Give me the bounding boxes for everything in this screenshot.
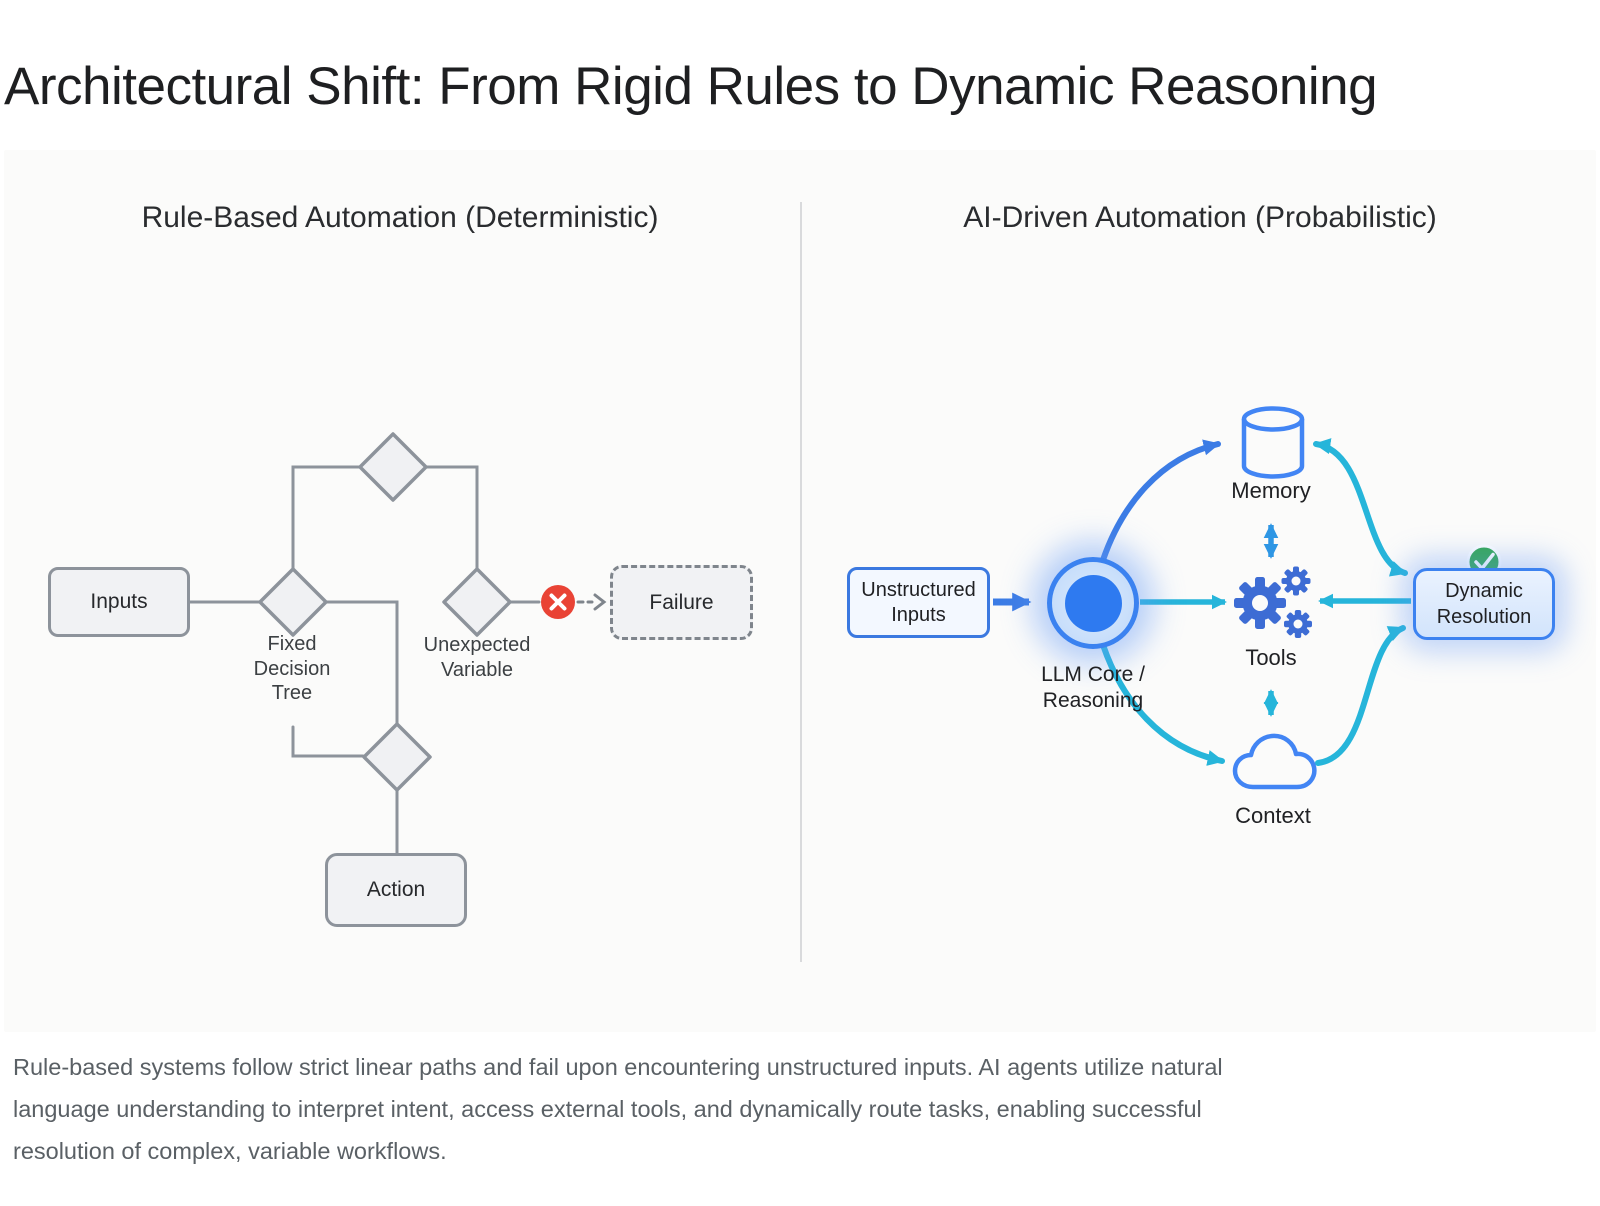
llm-core-label: LLM Core / Reasoning — [1041, 663, 1145, 712]
unexpected-variable-label: Unexpected Variable — [423, 634, 531, 681]
action-node-label: Action — [366, 878, 426, 901]
failure-node: Failure — [610, 565, 753, 640]
unstructured-inputs-label: Unstructured Inputs — [861, 578, 976, 626]
decision-diamond-unexpected — [442, 567, 512, 637]
decision-diamond-top — [358, 432, 428, 502]
curve-llm-to-memory — [1100, 439, 1221, 563]
fixed-decision-tree-label: Fixed Decision Tree — [253, 633, 331, 704]
action-node: Action — [325, 853, 467, 927]
inputs-node: Inputs — [48, 567, 190, 637]
curve-memory-to-resolution — [1313, 438, 1408, 577]
database-cylinder-icon — [1241, 406, 1305, 479]
dynamic-resolution-label: Dynamic Resolution — [1436, 580, 1532, 628]
memory-label: Memory — [1231, 478, 1311, 503]
caption-line-2: language understanding to interpret inte… — [13, 1096, 1202, 1122]
connector-decision-up-branch — [291, 465, 361, 570]
caption-line-3: resolution of complex, variable workflow… — [13, 1138, 447, 1164]
dashed-failure-arrow — [576, 593, 607, 611]
tools-label: Tools — [1245, 645, 1297, 670]
inputs-node-label: Inputs — [90, 590, 148, 613]
llm-core-node — [1047, 557, 1139, 649]
cloud-icon — [1232, 733, 1317, 790]
decision-diamond-fixed-tree — [258, 567, 328, 637]
curve-llm-to-context — [1100, 642, 1225, 766]
caption-line-1: Rule-based systems follow strict linear … — [13, 1054, 1223, 1080]
caption-paragraph: Rule-based systems follow strict linear … — [13, 1046, 1553, 1172]
dynamic-resolution-node: Dynamic Resolution — [1413, 568, 1555, 640]
context-label: Context — [1235, 803, 1311, 828]
right-panel-header: AI-Driven Automation (Probabilistic) — [963, 201, 1437, 234]
left-panel-header: Rule-Based Automation (Deterministic) — [141, 201, 659, 234]
page-title: Architectural Shift: From Rigid Rules to… — [4, 57, 1378, 116]
failure-node-label: Failure — [649, 590, 714, 614]
unstructured-inputs-node: Unstructured Inputs — [847, 567, 990, 638]
llm-core-inner-circle — [1064, 574, 1122, 632]
connector-decision-right-down — [324, 600, 399, 725]
decision-diamonds — [258, 432, 512, 792]
decision-diamond-bottom — [362, 722, 432, 792]
connector-top-to-unexpected — [425, 465, 479, 570]
flowchart-connectors — [188, 465, 541, 855]
gear-small-bottom — [1284, 610, 1312, 638]
gear-small-top — [1281, 566, 1311, 596]
curve-context-to-resolution — [1315, 625, 1406, 766]
gears-icon — [1234, 566, 1312, 638]
connector-elbow-to-bottom-decision — [291, 725, 365, 758]
x-circle-icon — [541, 585, 575, 619]
gear-large — [1234, 577, 1286, 629]
